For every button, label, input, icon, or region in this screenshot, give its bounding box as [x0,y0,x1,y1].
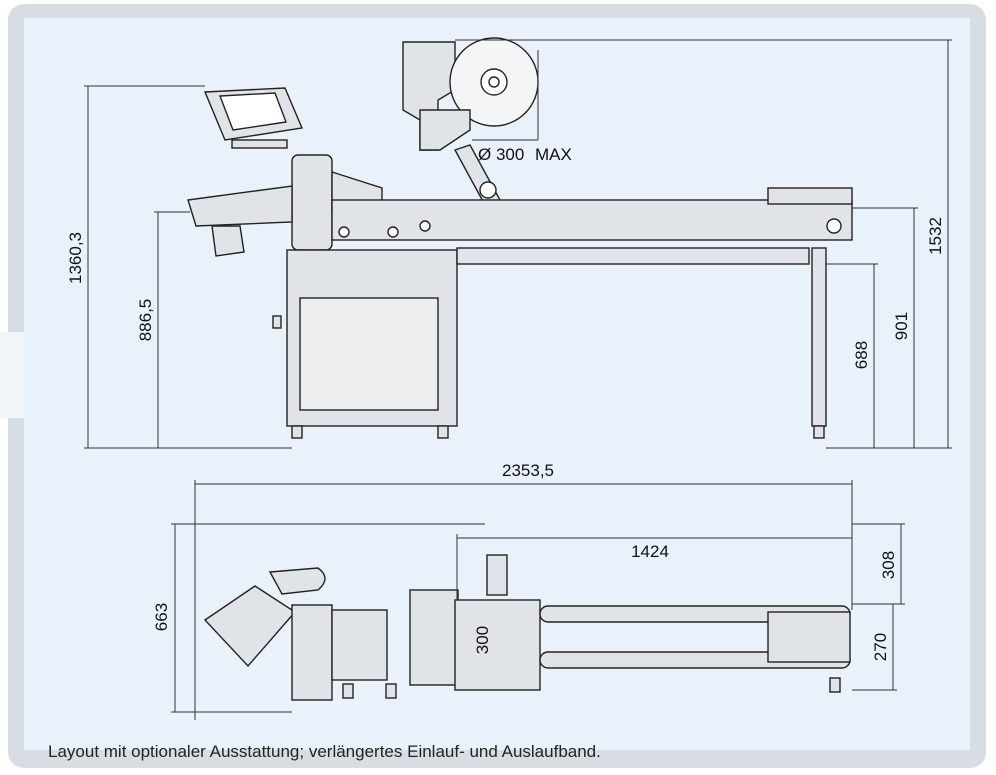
monitor-screen [219,92,287,131]
outfeed-leg [811,247,827,427]
top-view [203,554,851,701]
dim-roll-unit: MAX [535,145,572,164]
top-roll [454,599,541,691]
outfeed-wheel [826,218,842,234]
top-motor [486,554,508,596]
outfeed-cover [767,187,853,205]
dim-length-total: 2353,5 [502,461,554,480]
dim-height-total: 1360,3 [66,232,85,284]
dim-height-belt: 901 [892,312,911,340]
infeed-motor [211,225,245,257]
roll-core [488,76,500,88]
foot-2 [437,425,449,439]
top-hood [331,609,388,681]
dim-width-total: 663 [152,603,171,631]
dim-length-belt: 1424 [631,542,669,561]
infeed-cabinet [291,154,333,251]
knob-2 [387,226,399,238]
drawing-caption: Layout mit optionaler Ausstattung; verlä… [48,742,601,761]
top-outfeed [767,611,851,663]
side-latch [272,315,282,329]
dispense-roller [479,181,497,199]
conveyor-rail [331,199,853,241]
top-labeler [409,589,459,686]
foot-3 [813,425,825,439]
foot-1 [291,425,303,439]
top-bracket [268,567,326,595]
dim-width-lower: 270 [871,633,890,661]
labeler-arm [419,109,471,151]
monitor-mount [231,139,288,149]
infeed-ramp [187,185,293,227]
knob-3 [419,220,431,232]
top-foot-3 [829,677,841,693]
top-dimension-lines [171,480,905,720]
top-monitor [203,585,297,668]
top-foot-1 [342,683,354,699]
lower-rail [456,247,810,265]
side-dimension-lines [84,39,952,449]
top-cabinet [291,604,333,701]
dim-width-upper: 308 [879,551,898,579]
cabinet-door [299,297,439,411]
knob-1 [338,226,350,238]
left-strip [0,332,24,418]
top-foot-2 [385,683,397,699]
dim-roll-width: 300 [473,626,492,654]
dim-roll-diameter: Ø 300 [478,145,524,164]
dim-height-outfeed: 688 [852,341,871,369]
dim-height-infeed: 886,5 [136,299,155,342]
dim-height-top: 1532 [926,217,945,255]
side-view [187,37,853,439]
